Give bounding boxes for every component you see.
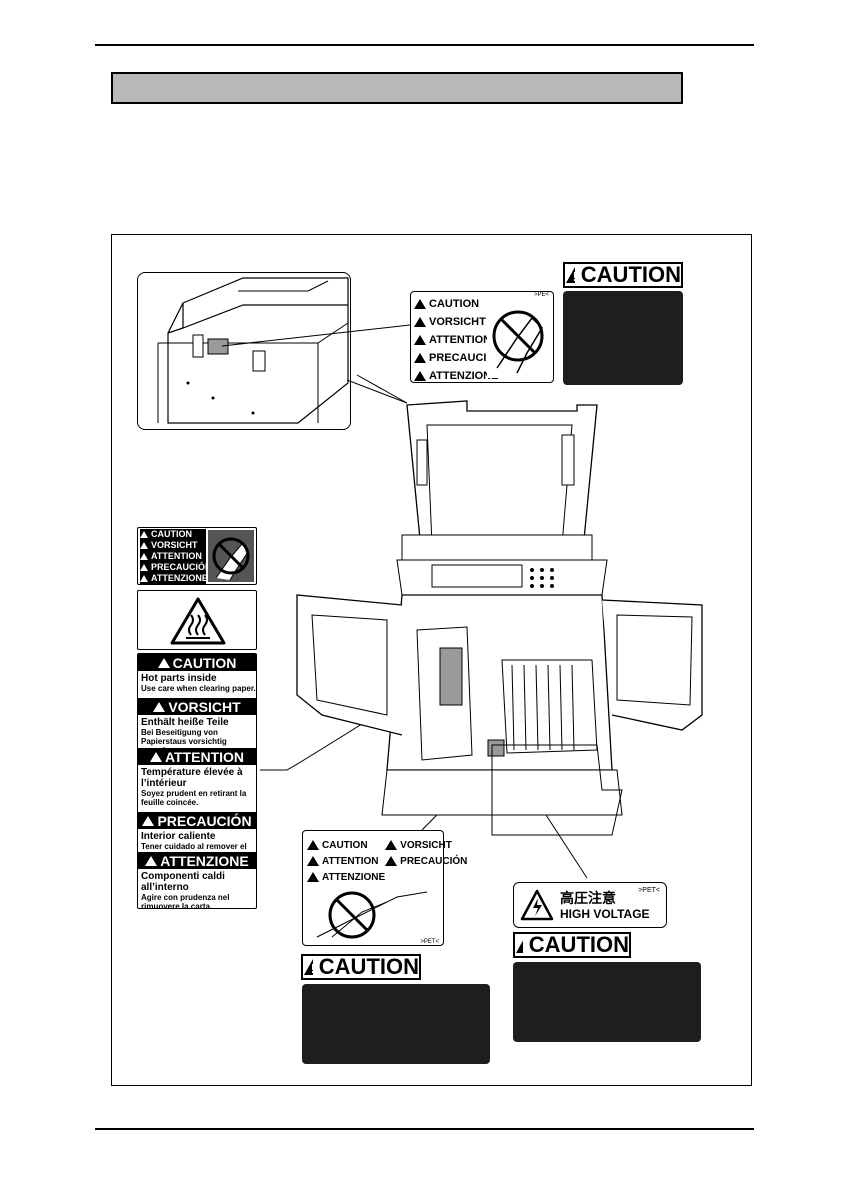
lang-label: ATTENZIONE [151,573,208,583]
hot-label-heading: ATTENZIONE [160,852,249,869]
lang-label: CAUTION [151,529,192,539]
hot-label-section: ATTENZIONE Componenti caldi all’interno … [138,852,256,909]
warning-triangle-icon [414,371,426,381]
lang-label: ATTENTION [151,551,202,561]
hot-label-heading: VORSICHT [168,698,241,715]
lang-label: VORSICHT [429,316,486,328]
hot-label-text: Interior caliente [141,831,216,842]
caution-text: CAUTION [528,932,629,957]
caution-heading: CAUTION [301,954,421,980]
section-heading-bar [111,72,683,104]
warning-triangle-icon [157,657,170,668]
hot-label-text: Componenti caldi all’interno [141,871,225,893]
hot-label-subtext: Use care when clearing paper. [141,684,256,693]
warning-triangle-icon [140,564,148,571]
left-small-label: CAUTION VORSICHT ATTENTION PRECAUCIÓN AT… [137,527,257,585]
label-code: >PE< [533,292,549,298]
lang-label: ATTENTION [322,855,379,867]
caution-text: CAUTION [318,954,419,979]
hot-label-text: Température élevée à l’intérieur [141,767,243,789]
label-code: >PET< [638,887,660,894]
footer-rule [95,1128,754,1130]
hot-label-subtext: Soyez prudent en retirant la feuille coi… [141,789,247,807]
warning-triangle-icon [145,855,158,866]
hot-surface-label [137,590,257,650]
hot-parts-label: CAUTION Hot parts inside Use care when c… [137,653,257,909]
warning-triangle-icon [414,353,426,363]
lang-label: ATTENZIONE [322,871,386,883]
hot-label-section: PRECAUCIÓN Interior caliente Tener cuida… [138,812,256,860]
caution-heading: CAUTION [513,932,631,958]
warning-triangle-icon [140,575,148,582]
inset-scanner-drawing [157,277,349,424]
hot-label-section: VORSICHT Enthält heiße Teile Bei Beseiti… [138,698,256,755]
machine-illustration [296,400,703,836]
hot-label-text: Enthält heiße Teile [141,717,229,728]
warning-triangle-icon [385,856,398,866]
no-hand-icon [208,530,254,582]
warning-triangle-icon [140,553,148,560]
lang-label: CAUTION [322,839,368,851]
figure-frame: CAUTION VORSICHT ATTENTION PRECAUCIÓN AT… [111,234,752,1086]
lang-label: VORSICHT [151,540,198,550]
high-voltage-label: 高圧注意 HIGH VOLTAGE >PET< [513,882,667,928]
warning-triangle-icon [414,335,426,345]
hot-label-heading: ATTENTION [164,748,245,765]
caution-text: CAUTION [580,262,681,287]
warning-triangle-icon [414,299,426,309]
warning-triangle-icon [140,542,148,549]
caution-panel [563,291,683,385]
lang-label: ATTENTION [429,334,492,346]
warning-triangle-icon [385,840,398,850]
high-voltage-icon [520,889,554,921]
warning-triangle-icon [307,856,319,866]
hot-label-subtext: Agire con prudenza nel rimuovere la cart… [141,893,230,909]
hot-label-text: Hot parts inside [141,673,217,684]
warning-triangle-icon [304,959,313,975]
warning-triangle-icon [153,701,166,712]
warning-triangle-icon [149,751,162,762]
warning-triangle-icon [307,872,319,882]
hot-label-heading: CAUTION [172,654,237,671]
label-code: >PET< [420,939,439,945]
lang-label: ATTENZIONE [429,370,499,382]
lang-label: PRECAUCIÓN [151,562,212,572]
warning-triangle-icon [566,267,575,283]
no-hand-icon [487,298,549,378]
lang-label: CAUTION [429,298,480,310]
hot-label-heading: PRECAUCIÓN [157,812,252,829]
lang-label: PRECAUCIÓN [400,855,468,867]
lang-label: VORSICHT [400,839,452,851]
warning-triangle-icon [140,531,148,538]
bottom-warning-label: CAUTION VORSICHT ATTENTION PRECAUCIÓN AT… [302,830,467,946]
hot-label-section: ATTENTION Température élevée à l’intérie… [138,748,256,812]
warning-triangle-icon [414,317,426,327]
top-warning-label: CAUTION VORSICHT ATTENTION PRECAUCIÓN AT… [410,291,554,383]
no-hand-icon [316,891,428,939]
warning-triangle-icon [307,840,319,850]
inset-detail [137,272,351,430]
caution-heading: CAUTION [563,262,683,288]
caution-panel [513,962,701,1042]
hot-label-section: CAUTION Hot parts inside Use care when c… [138,654,256,704]
high-voltage-en: HIGH VOLTAGE [560,907,650,921]
caution-panel [302,984,490,1064]
warning-triangle-icon [142,815,155,826]
warning-triangle-icon [516,940,523,953]
header-rule [95,44,754,46]
lang-label: PRECAUCIÓN [429,352,503,364]
hot-surface-icon [170,597,226,645]
high-voltage-jp: 高圧注意 [560,890,616,906]
